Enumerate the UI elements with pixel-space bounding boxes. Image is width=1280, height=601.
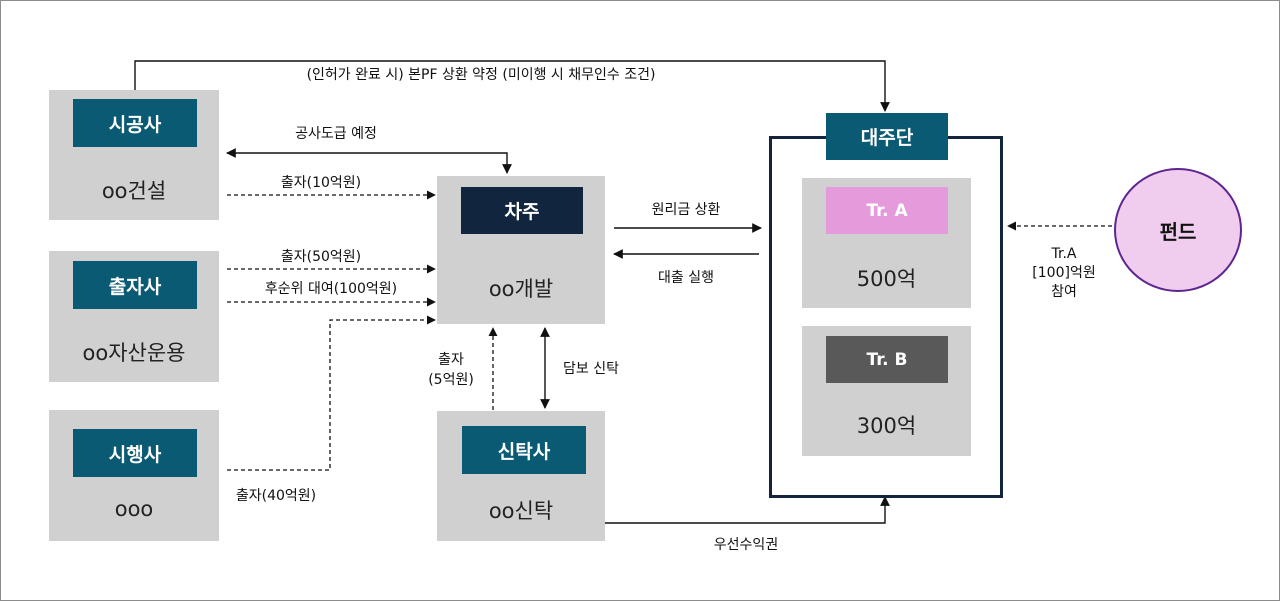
tranche-b-tag: Tr. B	[826, 336, 948, 383]
fund-label: 펀드	[1159, 219, 1197, 244]
label-fund-participation-1: Tr.A	[1051, 246, 1077, 262]
label-collateral-trust: 담보 신탁	[563, 361, 619, 377]
borrower-name: oo개발	[488, 277, 554, 301]
label-trustee-equity-2: (5억원)	[428, 372, 474, 388]
syndicate-tag: 대주단	[826, 113, 948, 160]
label-investor-sub-loan: 후순위 대여(100억원)	[264, 281, 398, 297]
label-loan-execution: 대출 실행	[658, 270, 714, 286]
contractor-name: oo건설	[101, 179, 167, 203]
tranche-a-tag: Tr. A	[826, 187, 948, 234]
label-investor-equity: 출자(50억원)	[280, 249, 362, 265]
arrow-top-commitment	[134, 60, 890, 112]
tranche-a-amount: 500억	[856, 267, 917, 291]
label-construction-contract: 공사도급 예정	[295, 126, 377, 142]
developer-name: ooo	[114, 497, 154, 521]
trustee-name: oo신탁	[488, 499, 554, 523]
label-contractor-equity: 출자(10억원)	[280, 175, 362, 191]
label-top-commitment: (인허가 완료 시) 본PF 상환 약정 (미이행 시 채무인수 조건)	[306, 67, 656, 83]
label-fund-participation-3: 참여	[1051, 284, 1077, 300]
investor-tag: 출자사	[73, 261, 197, 309]
developer-tag: 시행사	[73, 429, 197, 477]
label-repayment: 원리금 상환	[651, 202, 721, 218]
label-trustee-equity-1: 출자	[438, 352, 464, 368]
tranche-b-amount: 300억	[856, 414, 917, 438]
arrow-developer-equity	[227, 315, 436, 471]
label-developer-equity: 출자(40억원)	[235, 488, 317, 504]
label-fund-participation-2: [100]억원	[1032, 265, 1096, 281]
borrower-tag: 차주	[461, 187, 583, 234]
trustee-tag: 신탁사	[462, 426, 586, 474]
fund-circle: 펀드	[1114, 168, 1242, 292]
label-priority-beneficiary: 우선수익권	[713, 537, 779, 553]
arrow-construction-contract	[226, 148, 512, 174]
investor-name: oo자산운용	[82, 341, 186, 365]
arrow-priority-beneficiary	[605, 496, 890, 524]
contractor-tag: 시공사	[73, 99, 197, 147]
